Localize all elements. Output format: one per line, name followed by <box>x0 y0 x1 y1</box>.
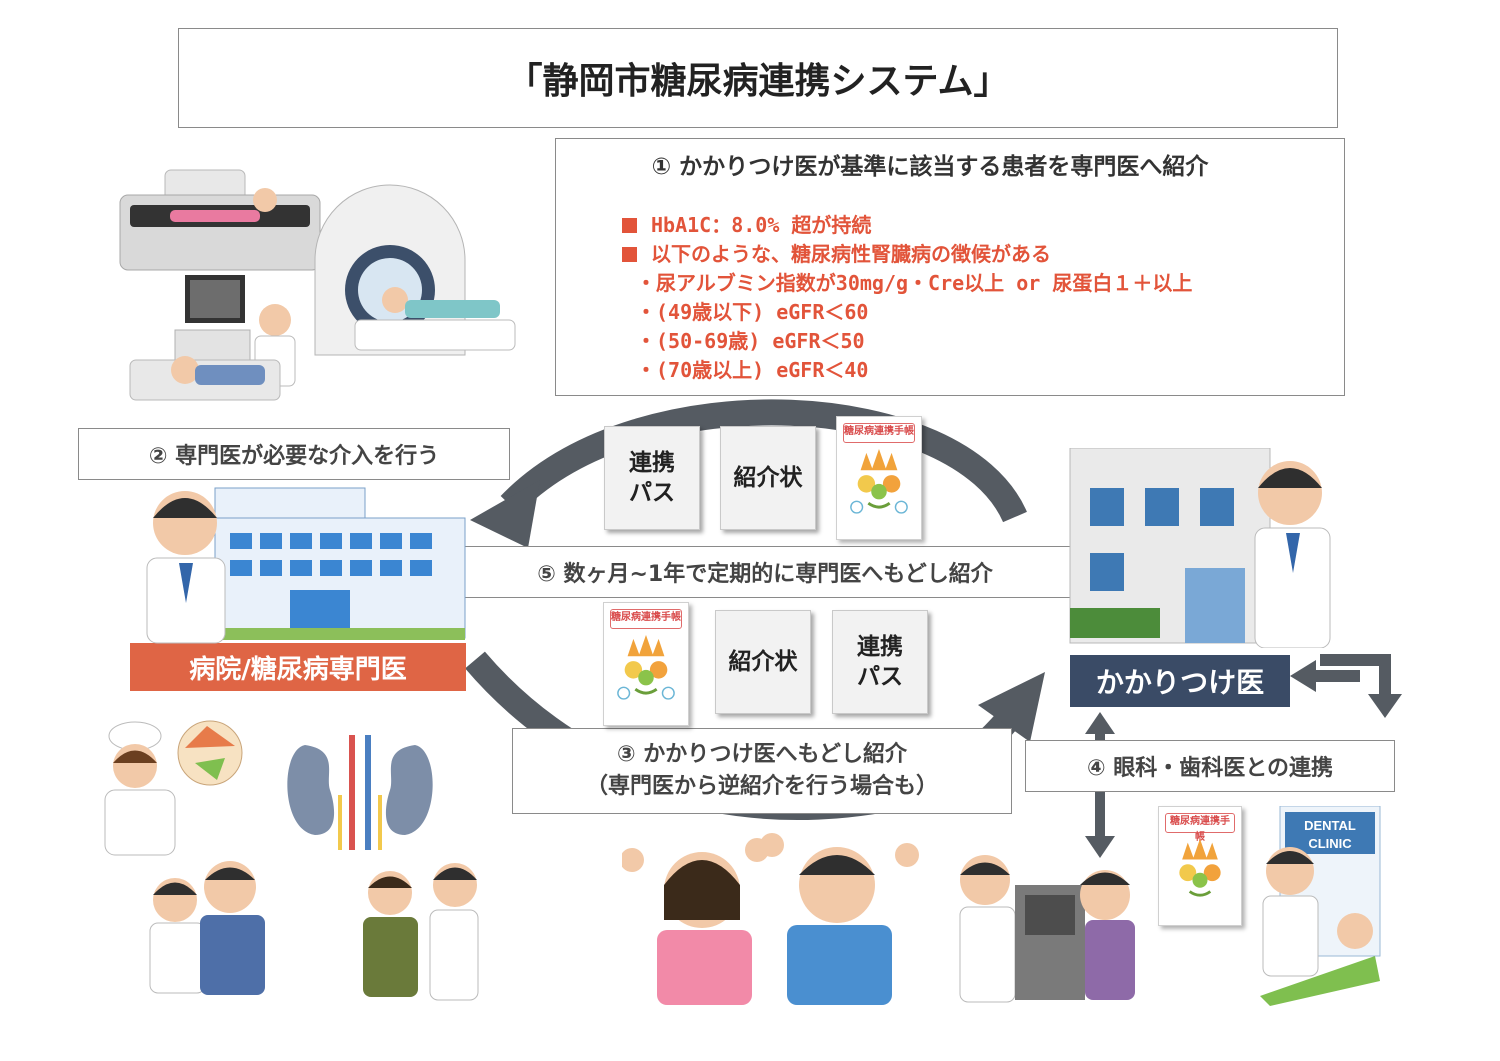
criteria-list: HbA1C：8.0% 超が持続 以下のような、糖尿病性腎臓病の徴候がある ・尿ア… <box>622 211 1192 385</box>
page-title: 「静岡市糖尿病連携システム」 <box>178 28 1338 128</box>
notebook-face-icon <box>847 447 911 521</box>
diabetes-notebook-top: 糖尿病連携手帳 <box>836 416 922 540</box>
arrow-vertical-head-up <box>1085 712 1115 734</box>
ophthalmology-illustration <box>950 845 1140 1005</box>
step-3-line2: （専門医から逆紹介を行う場合も） <box>586 771 938 803</box>
step-4-box: ④ 眼科・歯科医との連携 <box>1025 740 1395 792</box>
arrow-top-head <box>470 480 540 548</box>
criteria-sub-item: ・(70歳以上) eGFR＜40 <box>622 356 1192 385</box>
notebook-face-icon <box>614 633 678 707</box>
hospital-specialist-label: 病院/糖尿病専門医 <box>130 643 466 691</box>
nutritionist-illustration <box>95 718 250 858</box>
criteria-sub-item: ・(50-69歳) eGFR＜50 <box>622 327 1192 356</box>
clinic-building-illustration <box>1065 448 1335 648</box>
dental-sign-line2: CLINIC <box>1308 836 1352 851</box>
patient-care-illustration <box>125 855 480 1005</box>
renkei-pass-doc-top: 連携パス <box>604 426 700 530</box>
referral-criteria-box: ① かかりつけ医が基準に該当する患者を専門医へ紹介 HbA1C：8.0% 超が持… <box>555 138 1345 396</box>
step-5-box: ⑤ 数ヶ月~1年で定期的に専門医へもどし紹介 <box>445 546 1085 598</box>
step-3-box: ③ かかりつけ医へもどし紹介 （専門医から逆紹介を行う場合も） <box>512 728 1012 814</box>
arrow-right-elbow-out-head <box>1368 694 1402 718</box>
dental-clinic-illustration: DENTAL CLINIC <box>1245 806 1385 1006</box>
dental-sign-line1: DENTAL <box>1304 818 1356 833</box>
square-bullet-icon <box>622 247 637 262</box>
criteria-sub-item: ・(49歳以下) eGFR＜60 <box>622 298 1192 327</box>
kidneys-illustration <box>280 735 440 850</box>
diabetes-notebook-dental: 糖尿病連携手帳 <box>1158 806 1242 926</box>
criteria-heading: ① かかりつけ医が基準に該当する患者を専門医へ紹介 <box>516 147 1344 181</box>
step-3-line1: ③ かかりつけ医へもどし紹介 <box>617 739 907 771</box>
notebook-face-icon <box>1169 837 1231 908</box>
criteria-sub-item: ・尿アルブミン指数が30mg/g・Cre以上 or 尿蛋白１＋以上 <box>622 269 1192 298</box>
square-bullet-icon <box>622 218 637 233</box>
step-2-box: ② 専門医が必要な介入を行う <box>78 428 510 480</box>
criteria-item: HbA1C：8.0% 超が持続 <box>622 211 1192 240</box>
family-doctor-label: かかりつけ医 <box>1070 655 1290 707</box>
criteria-item: 以下のような、糖尿病性腎臓病の徴候がある <box>622 240 1192 269</box>
happy-patients-illustration <box>622 830 922 1005</box>
renkei-pass-doc-bottom: 連携パス <box>832 610 928 714</box>
referral-letter-doc-bottom: 紹介状 <box>715 610 811 714</box>
arrow-right-elbow-in-head <box>1290 660 1316 692</box>
medical-imaging-illustration <box>110 160 530 425</box>
hospital-building-illustration <box>135 478 470 648</box>
referral-letter-doc-top: 紹介状 <box>720 426 816 530</box>
diabetes-notebook-bottom: 糖尿病連携手帳 <box>603 602 689 726</box>
